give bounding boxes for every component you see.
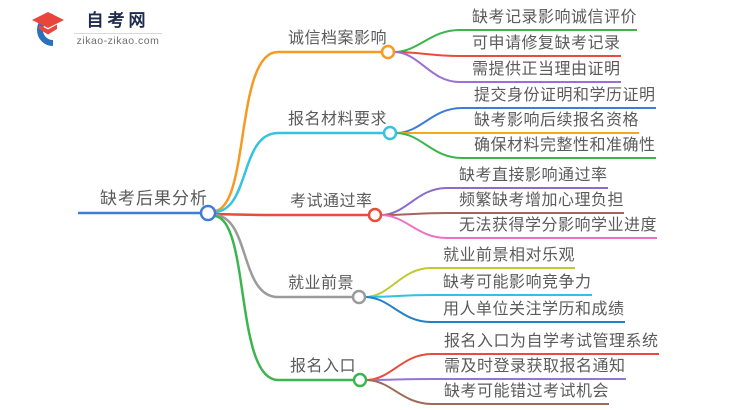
leaf-2-1-line bbox=[396, 107, 656, 134]
root-node-circle bbox=[199, 204, 217, 222]
logo-cap-top bbox=[32, 12, 64, 28]
site-logo: 自考网 zikao-zikao.com bbox=[28, 9, 162, 49]
leaf-4-1-label: 就业前景相对乐观 bbox=[443, 247, 576, 264]
branch-5-label: 报名入口 bbox=[290, 358, 357, 375]
leaf-5-1-line bbox=[366, 353, 659, 381]
leaf-3-1-label: 缺考直接影响通过率 bbox=[459, 167, 608, 184]
leaf-3-2-label: 频繁缺考增加心理负担 bbox=[459, 192, 625, 209]
leaf-2-3-label: 确保材料完整性和准确性 bbox=[474, 137, 656, 154]
leaf-5-3-line bbox=[366, 379, 609, 405]
logo-divider bbox=[74, 33, 162, 34]
site-url: zikao-zikao.com bbox=[76, 35, 160, 47]
logo-cap-base bbox=[39, 24, 57, 35]
leaf-1-2-label: 可申请修复缺考记录 bbox=[472, 35, 621, 52]
leaf-4-3-line bbox=[365, 296, 625, 323]
leaf-1-1-line bbox=[394, 29, 637, 53]
branch-4-label: 就业前景 bbox=[288, 275, 355, 292]
leaf-1-3-label: 需提供正当理由证明 bbox=[472, 61, 621, 78]
branch-1-line bbox=[214, 50, 381, 213]
branch-2-line bbox=[214, 131, 383, 214]
logo-text: 自考网 zikao-zikao.com bbox=[74, 11, 162, 47]
leaf-3-1-line bbox=[381, 187, 608, 216]
leaf-4-2-line bbox=[365, 294, 592, 298]
branch-3-line bbox=[214, 212, 368, 217]
leaf-2-1-label: 提交身份证明和学历证明 bbox=[474, 87, 656, 104]
branch-2-label: 报名材料要求 bbox=[288, 111, 388, 128]
branch-5-node-circle bbox=[352, 372, 368, 388]
leaf-5-2-label: 需及时登录获取报名通知 bbox=[444, 358, 626, 375]
leaf-1-1-label: 缺考记录影响诚信评价 bbox=[472, 9, 638, 26]
leaf-5-1-label: 报名入口为自学考试管理系统 bbox=[444, 333, 659, 350]
branch-2-node-circle bbox=[382, 125, 398, 141]
leaf-5-2-line bbox=[366, 378, 626, 381]
branch-3-node-circle bbox=[367, 207, 383, 223]
leaf-4-2-label: 缺考可能影响竞争力 bbox=[443, 274, 592, 291]
leaf-4-3-label: 用人单位关注学历和成绩 bbox=[443, 301, 625, 318]
branch-4-node-circle bbox=[351, 289, 367, 305]
leaf-3-3-line bbox=[381, 214, 657, 239]
branch-1-label: 诚信档案影响 bbox=[288, 30, 388, 47]
leaf-5-3-label: 缺考可能错过考试机会 bbox=[444, 383, 610, 400]
leaf-4-1-line bbox=[365, 267, 575, 298]
site-name: 自考网 bbox=[86, 11, 150, 30]
leaf-1-3-line bbox=[394, 51, 621, 83]
leaf-3-2-line bbox=[381, 212, 624, 216]
leaf-2-3-line bbox=[396, 132, 656, 159]
branch-5-line bbox=[214, 214, 353, 382]
leaf-1-2-line bbox=[394, 51, 621, 57]
branch-4-line bbox=[214, 213, 352, 299]
root-node-label: 缺考后果分析 bbox=[100, 189, 208, 208]
branch-3-label: 考试通过率 bbox=[290, 193, 373, 210]
leaf-2-2-label: 缺考影响后续报名资格 bbox=[474, 112, 640, 129]
branch-1-node-circle bbox=[380, 44, 396, 60]
graduation-cap-icon bbox=[32, 12, 64, 46]
leaf-3-3-label: 无法获得学分影响学业进度 bbox=[459, 217, 658, 234]
